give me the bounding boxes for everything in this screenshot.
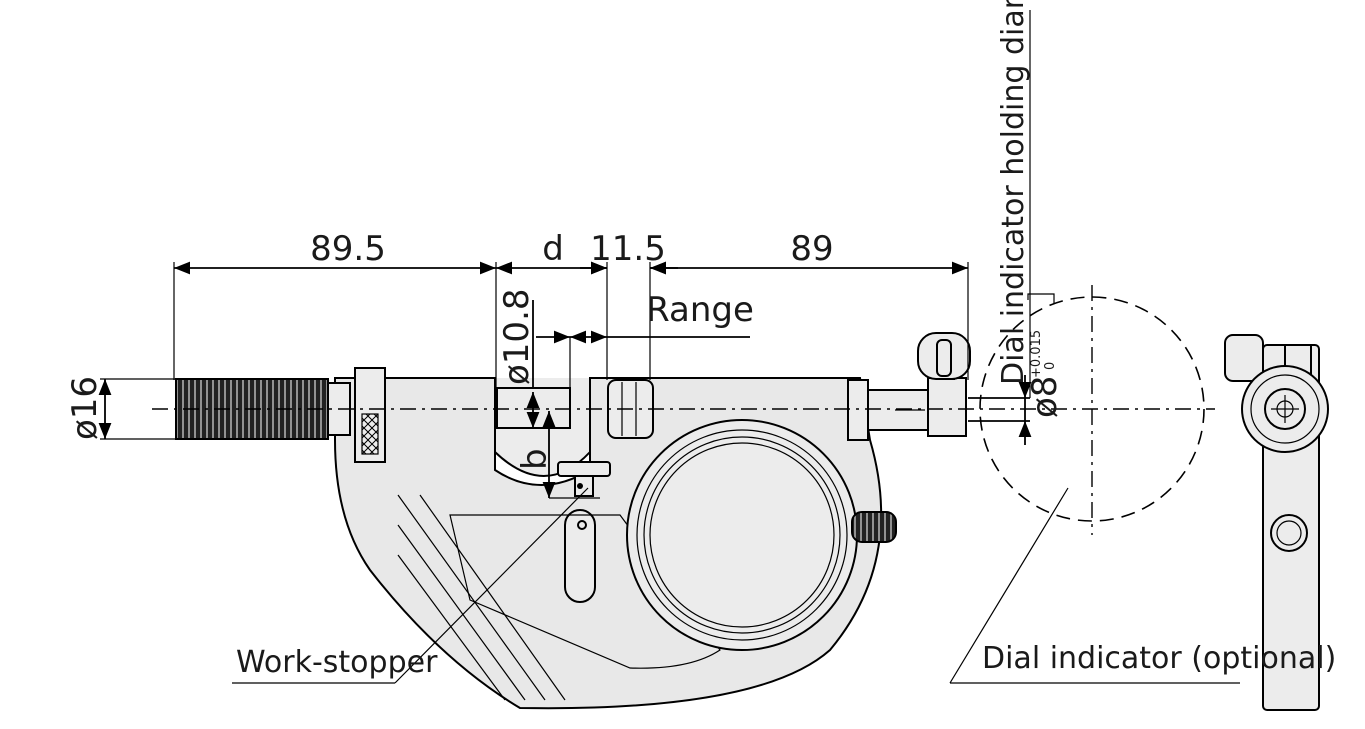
sleeve [847,379,869,441]
holding-diameter-label: Dial indicator holding diameter [996,0,1031,385]
side-view [1224,334,1329,711]
dim-spindle-diameter: ø10.8 [497,288,537,385]
dim-range: Range [646,290,754,330]
dim-holding-tolerance-lower: 0 [1043,362,1058,370]
dial-cover [626,419,858,651]
release-button [851,511,897,543]
dim-gap-d: d [542,229,564,269]
lock-knurl [361,413,379,455]
dim-height-b: b [515,448,555,470]
dim-right-length: 89 [790,229,833,269]
dim-left-length: 89.5 [310,229,386,269]
dim-thimble-diameter: ø16 [65,376,105,440]
lock-ring [354,367,386,463]
work-stopper [557,461,611,530]
dimension-lines [98,10,1032,499]
dim-holding-diameter: ø8 [1025,376,1065,418]
holder-clamp [927,377,967,437]
dial-indicator-label: Dial indicator (optional) [982,641,1336,676]
work-stopper-leader-diag [394,487,589,684]
dial-indicator-leader-diag [949,487,1069,684]
dim-stroke: 11.5 [590,229,666,269]
dim-holding-tolerance-upper: +0.015 [1029,330,1044,378]
work-stopper-label: Work-stopper [236,645,438,680]
